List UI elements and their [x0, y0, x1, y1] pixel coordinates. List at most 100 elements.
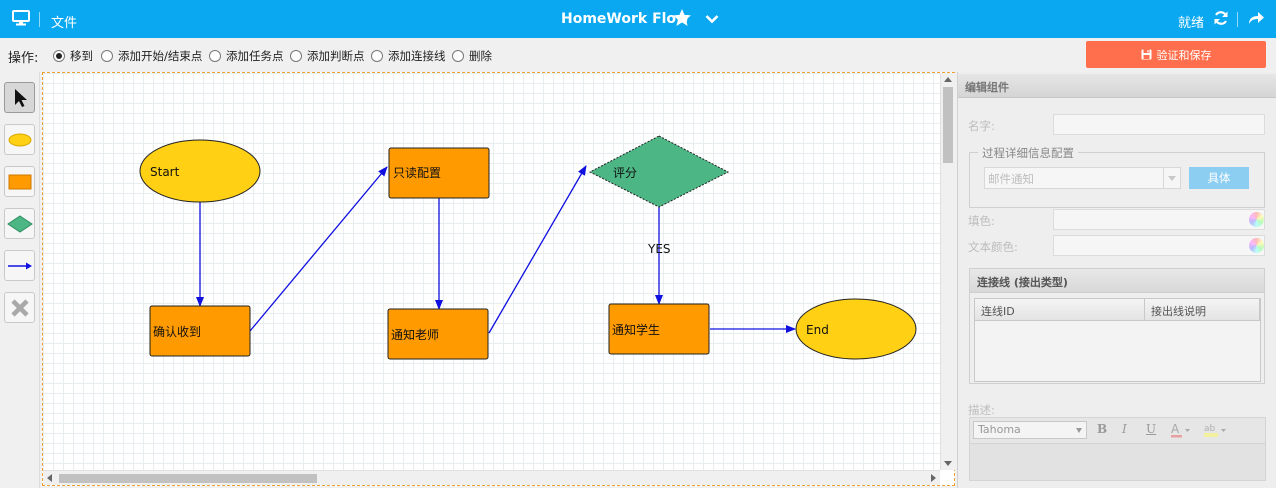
process-select-value: 邮件通知: [988, 172, 1034, 186]
ellipse-tool[interactable]: [4, 124, 35, 155]
op-add-start-end[interactable]: 添加开始/结束点: [101, 48, 202, 64]
font-family-select[interactable]: Tahoma: [973, 421, 1087, 439]
title-separator: [1237, 12, 1238, 27]
node-notify-teacher[interactable]: 通知老师: [387, 308, 489, 360]
operations-label: 操作:: [8, 51, 39, 66]
star-icon[interactable]: [672, 8, 692, 31]
flow-canvas[interactable]: YES Start 确认收到 只读配置 通知老师 评分: [42, 72, 955, 486]
monitor-icon[interactable]: [12, 10, 30, 29]
name-label: 名字:: [968, 119, 995, 133]
column-header-outgoing-description[interactable]: 接出线说明: [1145, 299, 1260, 321]
pointer-tool[interactable]: [4, 82, 35, 113]
radio-add-connector[interactable]: [371, 50, 383, 62]
node-readonly-config[interactable]: 只读配置: [388, 147, 490, 199]
editor-toolbar: Tahoma B I U A ab: [970, 418, 1265, 444]
radio-delete[interactable]: [452, 50, 464, 62]
canvas-vertical-scrollbar[interactable]: [940, 73, 955, 470]
title-separator: [39, 12, 40, 27]
node-readonly-label: 只读配置: [393, 166, 441, 180]
description-editor[interactable]: Tahoma B I U A ab: [969, 417, 1266, 481]
node-confirm-label: 确认收到: [153, 325, 201, 339]
properties-panel: 编辑组件 名字: 过程详细信息配置 邮件通知 具体 填色: 文本颜色: 连接线 …: [957, 72, 1276, 488]
process-detail-group: 过程详细信息配置 邮件通知 具体: [969, 145, 1265, 208]
op-move[interactable]: 移到: [53, 48, 93, 64]
op-add-task[interactable]: 添加任务点: [209, 48, 284, 64]
column-header-connection-id[interactable]: 连线ID: [975, 299, 1145, 321]
arrow-tool[interactable]: [4, 250, 35, 281]
validate-save-button[interactable]: 验证和保存: [1086, 41, 1266, 68]
vertical-scroll-thumb[interactable]: [943, 87, 953, 163]
op-add-connector[interactable]: 添加连接线: [371, 48, 446, 64]
font-color-icon[interactable]: A: [1170, 422, 1192, 441]
connections-table[interactable]: 连线ID 接出线说明: [974, 298, 1261, 382]
description-label: 描述:: [968, 403, 995, 417]
share-icon[interactable]: [1247, 10, 1265, 29]
refresh-icon[interactable]: [1213, 10, 1229, 29]
delete-icon: [10, 298, 29, 317]
connections-title: 连接线 (接出类型): [977, 276, 1068, 289]
name-input[interactable]: [1053, 114, 1265, 135]
scroll-left-icon[interactable]: [47, 474, 52, 482]
diamond-icon: [6, 214, 33, 233]
highlight-color-icon[interactable]: ab: [1203, 421, 1229, 442]
app-title: HomeWork Flow: [561, 11, 689, 27]
arrow-icon: [7, 262, 32, 269]
delete-tool[interactable]: [4, 292, 35, 323]
scroll-right-icon[interactable]: [931, 474, 936, 482]
op-move-label: 移到: [70, 49, 93, 63]
italic-button[interactable]: I: [1122, 422, 1127, 436]
radio-move[interactable]: [53, 50, 65, 62]
fill-color-input[interactable]: [1053, 209, 1265, 230]
op-add-task-label: 添加任务点: [226, 49, 284, 63]
text-color-input[interactable]: [1053, 235, 1265, 256]
bold-button[interactable]: B: [1097, 422, 1108, 436]
node-start[interactable]: Start: [139, 139, 261, 203]
title-bar: 文件 HomeWork Flow 就绪: [0, 0, 1276, 38]
radio-add-decision[interactable]: [290, 50, 302, 62]
scroll-down-icon[interactable]: [944, 461, 952, 466]
svg-text:ab: ab: [1204, 424, 1216, 434]
radio-add-task[interactable]: [209, 50, 221, 62]
horizontal-scroll-thumb[interactable]: [59, 474, 317, 483]
canvas-grid[interactable]: YES Start 确认收到 只读配置 通知老师 评分: [43, 73, 940, 470]
rectangle-tool[interactable]: [4, 166, 35, 197]
connections-header: 连接线 (接出类型): [970, 269, 1264, 293]
node-grade-label: 评分: [613, 166, 637, 180]
flow-diagram[interactable]: YES Start 确认收到 只读配置 通知老师 评分: [43, 73, 940, 470]
fill-color-label: 填色:: [968, 214, 995, 228]
node-start-label: Start: [150, 165, 180, 179]
color-picker-icon[interactable]: [1249, 212, 1264, 227]
rectangle-icon: [8, 174, 31, 189]
scroll-up-icon[interactable]: [944, 77, 952, 82]
chevron-down-icon[interactable]: [1163, 168, 1180, 188]
svg-text:A: A: [1171, 422, 1180, 436]
connections-panel: 连接线 (接出类型) 连线ID 接出线说明: [969, 268, 1265, 384]
radio-add-start-end[interactable]: [101, 50, 113, 62]
panel-header: 编辑组件: [958, 74, 1276, 98]
op-add-decision-label: 添加判断点: [307, 49, 365, 63]
edge-confirm-readonly[interactable]: [249, 166, 388, 332]
node-grade-decision[interactable]: 评分: [588, 135, 730, 208]
op-add-start-end-label: 添加开始/结束点: [118, 49, 203, 63]
node-end[interactable]: End: [795, 298, 917, 360]
op-delete[interactable]: 删除: [452, 48, 492, 64]
op-add-decision[interactable]: 添加判断点: [290, 48, 365, 64]
edge-label-yes: YES: [647, 242, 671, 256]
status-text: 就绪: [1178, 16, 1205, 31]
panel-title: 编辑组件: [965, 81, 1009, 94]
edge-notify-teacher-grade[interactable]: [488, 165, 587, 334]
process-select[interactable]: 邮件通知: [984, 167, 1181, 189]
color-picker-icon[interactable]: [1249, 238, 1264, 253]
underline-button[interactable]: U: [1146, 422, 1157, 436]
save-button-label: 验证和保存: [1156, 48, 1212, 62]
save-icon: [1141, 49, 1151, 60]
canvas-horizontal-scrollbar[interactable]: [43, 470, 940, 485]
chevron-down-icon[interactable]: [705, 13, 719, 27]
file-menu[interactable]: 文件: [51, 16, 78, 31]
detail-button[interactable]: 具体: [1189, 167, 1249, 189]
node-notify-student[interactable]: 通知学生: [608, 303, 710, 355]
pointer-icon: [14, 88, 27, 107]
diamond-tool[interactable]: [4, 208, 35, 239]
node-confirm-received[interactable]: 确认收到: [149, 305, 251, 357]
text-color-label: 文本颜色:: [968, 240, 1018, 254]
